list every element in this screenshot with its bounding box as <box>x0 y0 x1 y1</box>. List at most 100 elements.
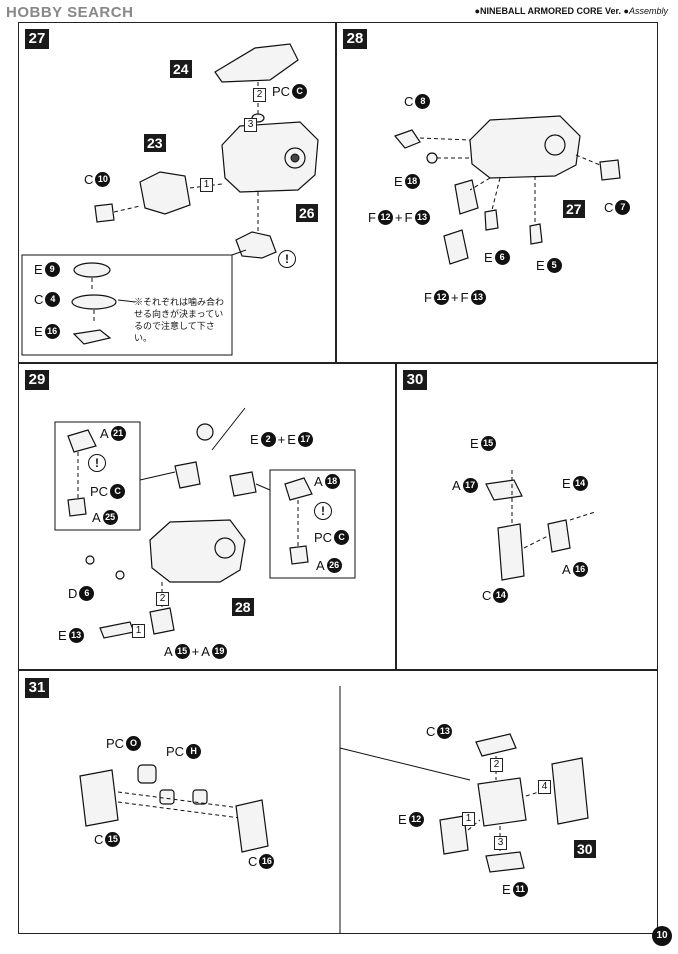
section-subtitle: Assembly <box>628 6 668 16</box>
e-num: 15 <box>480 436 496 451</box>
step-28-torso <box>469 115 581 179</box>
part-e6 <box>484 209 499 231</box>
a-num: 18 <box>324 474 340 489</box>
e-text: E <box>562 476 571 491</box>
e-text: E <box>250 432 259 447</box>
f-text: F <box>404 210 413 225</box>
callout-26: 26 <box>296 204 318 222</box>
step-28-panel <box>336 22 658 363</box>
base-joint <box>235 231 277 259</box>
e-num: 12 <box>408 812 424 827</box>
a-num: 21 <box>110 426 126 441</box>
arrow-step-1: 1 <box>200 178 213 192</box>
e-num: 18 <box>404 174 420 189</box>
pc-text: PC <box>272 84 291 99</box>
part-c7 <box>599 159 621 181</box>
e-text: E <box>484 250 493 265</box>
e-text: E <box>287 432 296 447</box>
e-text: E <box>58 628 67 643</box>
step-27-panel <box>18 22 336 363</box>
arrow-step-2: 2 <box>156 592 169 606</box>
a-text: A <box>452 478 461 493</box>
page-number: 10 <box>652 926 672 946</box>
part-c10-block <box>94 203 115 223</box>
inset-caution-note: ※それぞれは噛み合わせる向きが決まっているので注意して下さい。 <box>134 297 225 343</box>
a-text: A <box>562 562 571 577</box>
d-num: 6 <box>79 586 95 601</box>
pc-letter: H <box>186 744 202 759</box>
part-c14 <box>497 523 525 581</box>
f-num: 12 <box>377 210 393 225</box>
c-num: 4 <box>45 292 61 307</box>
a-text: A <box>201 644 210 659</box>
f-text: F <box>424 290 432 305</box>
c-text: C <box>34 292 44 307</box>
a-text: A <box>92 510 101 525</box>
c-text: C <box>482 588 492 603</box>
arrow-step-3: 3 <box>494 836 507 850</box>
c-num: 16 <box>259 854 275 869</box>
step-30-number: 30 <box>403 370 427 390</box>
part-c15 <box>79 769 119 827</box>
step-30-parts <box>485 470 596 581</box>
callout-24: 24 <box>170 60 192 78</box>
a-num: 19 <box>211 644 227 659</box>
part-pc-o <box>137 764 157 784</box>
part-c13 <box>475 733 517 757</box>
f-num: 13 <box>414 210 430 225</box>
inset-e16-ring <box>72 329 112 345</box>
e-num: 17 <box>297 432 313 447</box>
a-num: 16 <box>572 562 588 577</box>
pc-text: PC <box>106 736 125 751</box>
e-text: E <box>398 812 407 827</box>
callout-27: 27 <box>563 200 585 218</box>
logo-text: HOBBY SEARCH <box>6 4 134 21</box>
part-e5 <box>529 223 543 245</box>
step-27-number: 27 <box>25 29 49 49</box>
c-text: C <box>426 724 436 739</box>
step-28-number: 28 <box>343 29 367 49</box>
c-num: 13 <box>437 724 453 739</box>
arrow-step-1: 1 <box>462 812 475 826</box>
pc-letter: O <box>126 736 142 751</box>
part-f-pair-bottom <box>443 229 469 265</box>
plus: + <box>191 644 200 659</box>
part-30-panel <box>551 757 589 825</box>
c-text: C <box>84 172 94 187</box>
part-c8 <box>393 129 421 149</box>
a-num: 26 <box>326 558 342 573</box>
e-text: E <box>34 324 43 339</box>
pc-text: PC <box>166 744 185 759</box>
arrow-step-4: 4 <box>538 780 551 794</box>
e-text: E <box>502 882 511 897</box>
pc-letter: C <box>110 484 126 499</box>
e-text: E <box>470 436 479 451</box>
a-num: 15 <box>174 644 190 659</box>
part-a16 <box>547 519 571 553</box>
e-num: 2 <box>260 432 276 447</box>
step-29-left-inset <box>54 421 141 531</box>
part-23-arm <box>139 171 191 215</box>
step-30-panel <box>396 363 658 670</box>
inset-e9-cap <box>73 262 111 278</box>
header-title: ●NINEBALL ARMORED CORE Ver. ●Assembly <box>474 6 668 16</box>
part-e12 <box>439 815 469 855</box>
c-text: C <box>94 832 104 847</box>
part-f-pair-top <box>454 179 479 215</box>
